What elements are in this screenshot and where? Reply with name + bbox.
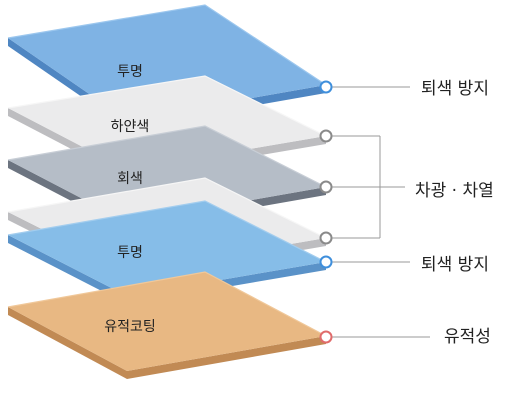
layers-group: 투명하얀색회색하얀색투명유적코팅 <box>7 4 327 379</box>
callout-fade-prevention-bottom: 퇴색 방지 <box>421 255 489 275</box>
callout-oil-resistance: 유적성 <box>444 327 491 347</box>
layer-marker-dot <box>319 231 333 245</box>
layer-edge-highlight <box>7 75 327 137</box>
layer-side-left <box>8 307 127 379</box>
layer-marker-dot <box>319 80 333 94</box>
connector-lines <box>332 86 430 338</box>
layer-marker-dot <box>319 330 333 344</box>
layer-side-front <box>127 336 326 379</box>
layer-edge-highlight <box>7 271 327 337</box>
markers-group <box>319 80 333 344</box>
layer-edge-highlight <box>7 177 327 239</box>
layer-label: 투명 <box>117 245 143 261</box>
layer-marker-dot <box>319 255 333 269</box>
layer-marker-dot <box>319 129 333 143</box>
layer-top-face <box>8 5 326 120</box>
layer-edge-highlight <box>7 125 327 188</box>
callout-fade-prevention-top: 퇴색 방지 <box>421 79 489 99</box>
callout-shading-heat: 차광 · 차열 <box>415 181 494 201</box>
layer-label: 회색 <box>117 171 143 187</box>
layer-side-left <box>8 235 127 304</box>
callouts-group: 퇴색 방지 차광 · 차열 퇴색 방지 유적성 <box>415 79 494 347</box>
layer-label: 하얀색 <box>111 119 150 135</box>
layer-top-face <box>8 201 326 296</box>
layer-edge-highlight <box>7 200 327 263</box>
layer-top-face <box>8 272 326 371</box>
layer-sheet: 유적코팅 <box>7 271 327 379</box>
layer-edge-highlight <box>7 4 327 86</box>
layer-label: 투명 <box>117 64 143 80</box>
layer-marker-dot <box>319 180 333 194</box>
layer-label: 유적코팅 <box>104 319 156 335</box>
